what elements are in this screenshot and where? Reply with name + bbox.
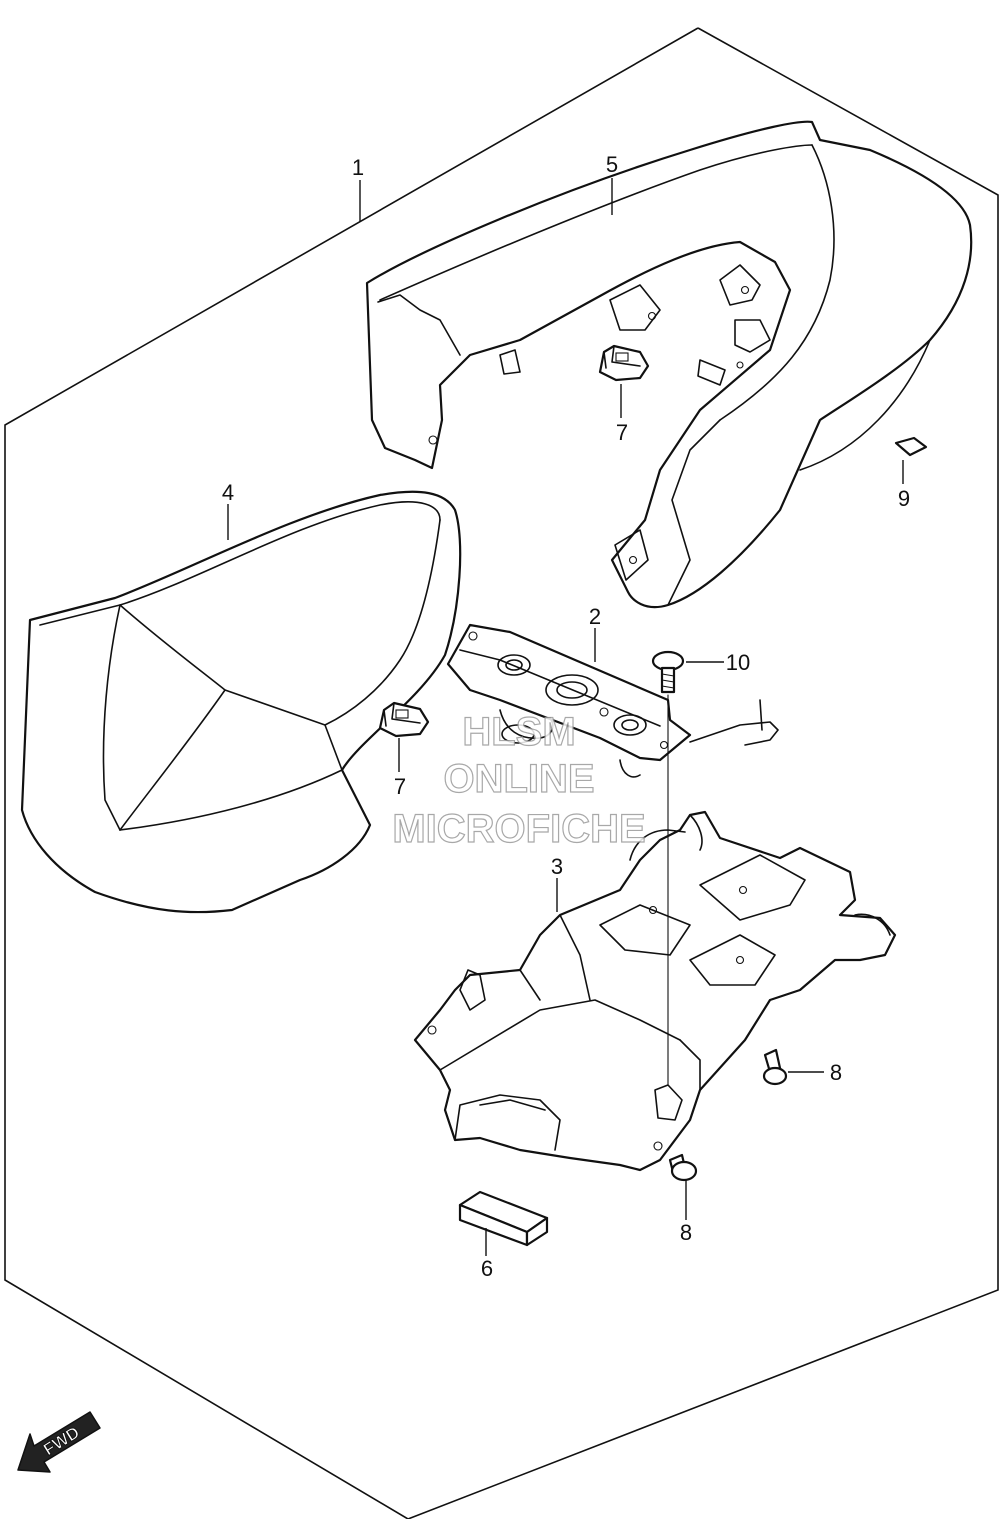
callout-10: 10: [726, 650, 750, 675]
seat-base-frame-part: [413, 810, 897, 1172]
bolt-part-bottom: [668, 1153, 698, 1182]
watermark: HLSM ONLINE MICROFICHE: [392, 709, 647, 851]
callout-6: 6: [481, 1256, 493, 1281]
seat-tail-cowl-part: [365, 120, 973, 609]
fwd-arrow-icon: [17, 1411, 101, 1473]
screw-part: [651, 650, 685, 694]
bolt-part-right: [762, 1048, 788, 1086]
callout-3: 3: [551, 854, 563, 879]
watermark-line-2: ONLINE: [443, 757, 594, 801]
cushion-pad-part: [894, 436, 928, 457]
callout-7-lower: 7: [394, 774, 406, 799]
watermark-line-3: MICROFICHE: [392, 807, 645, 851]
damper-pad-part: [458, 1190, 549, 1247]
watermark-line-1: HLSM: [462, 710, 575, 754]
callout-1: 1: [352, 155, 364, 180]
fwd-direction-badge: FWD: [17, 1411, 101, 1473]
callout-5: 5: [606, 152, 618, 177]
callout-8-right: 8: [830, 1060, 842, 1085]
callout-9: 9: [898, 486, 910, 511]
callout-7-upper: 7: [616, 420, 628, 445]
callout-2: 2: [589, 604, 601, 629]
clip-nut-part-lower: [378, 701, 430, 738]
seat-lock-bracket-part: [446, 623, 779, 778]
assembly-frame: [4, 27, 999, 1519]
clip-nut-part-upper: [598, 344, 650, 382]
callout-4: 4: [222, 480, 234, 505]
callout-8-bottom: 8: [680, 1220, 692, 1245]
front-seat-part: [20, 490, 462, 914]
